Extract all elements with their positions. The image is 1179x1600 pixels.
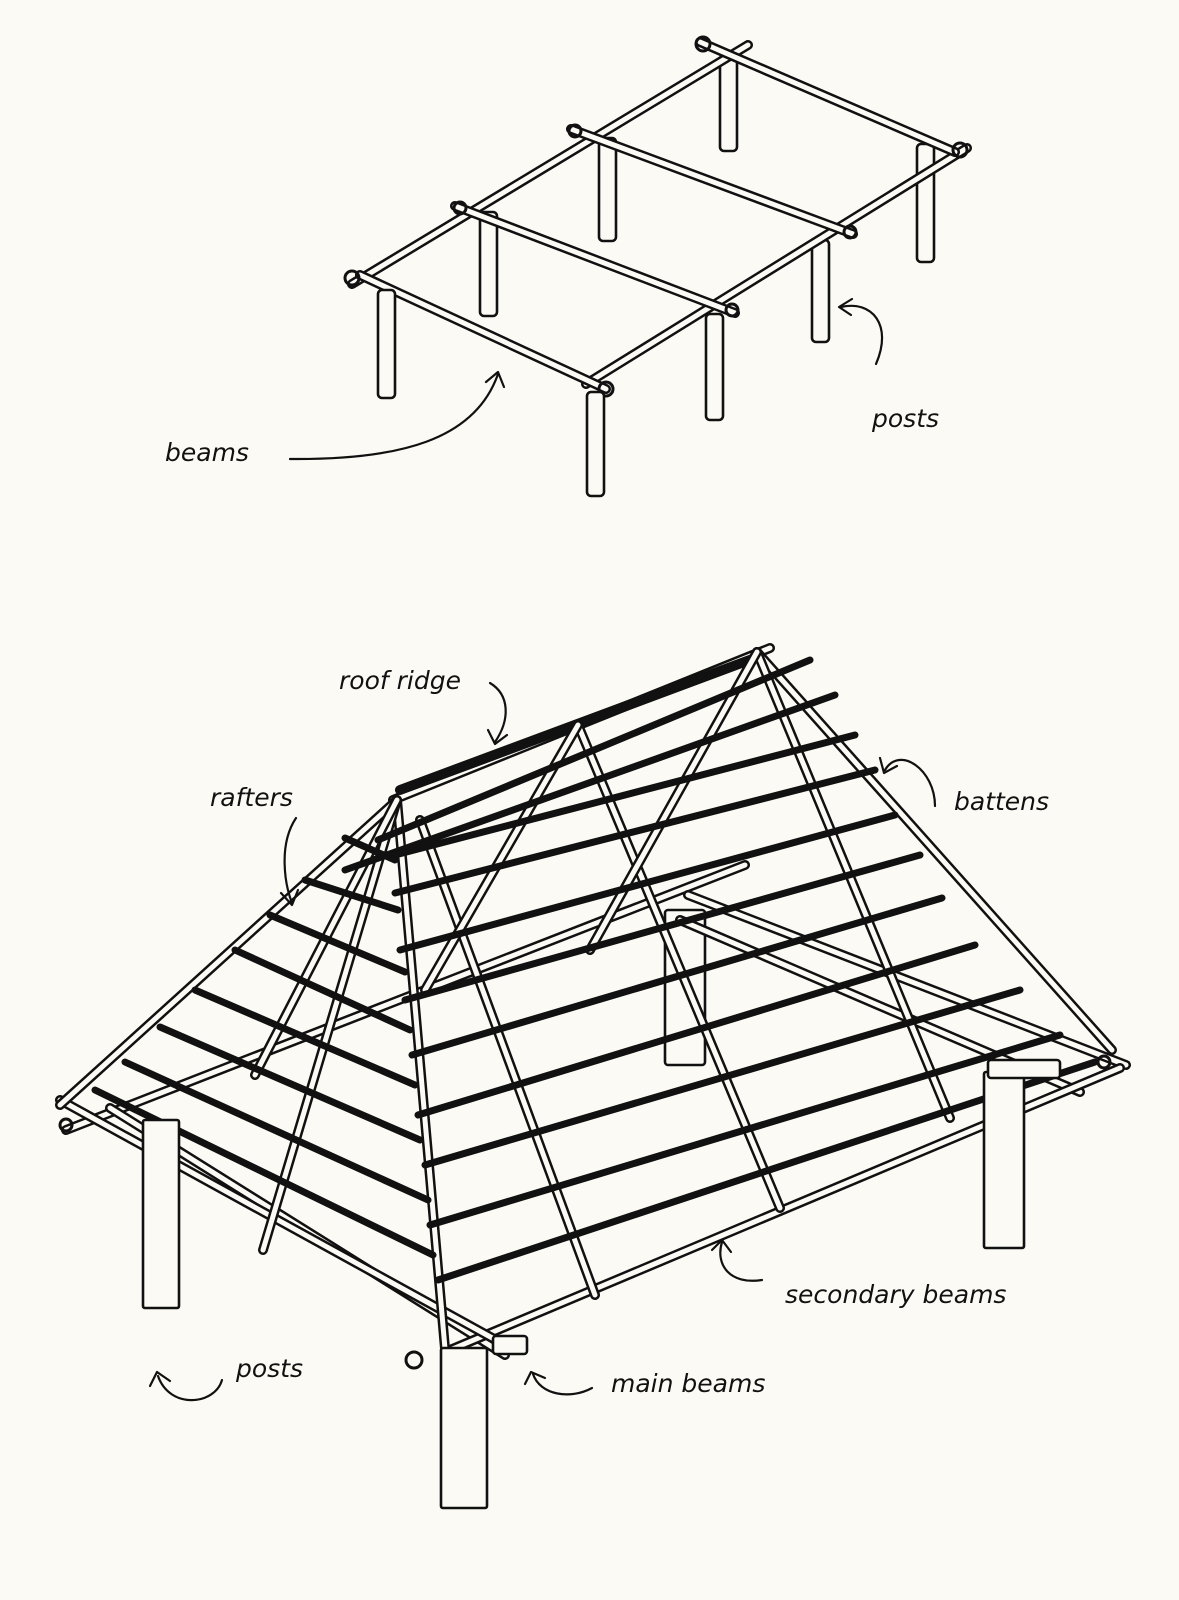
- roof-ridge-arrow: [488, 681, 507, 744]
- post: [478, 210, 499, 318]
- secondary-beams-label: secondary beams: [785, 1280, 1007, 1309]
- posts-bottom-arrow: [156, 1374, 224, 1402]
- post: [810, 238, 831, 344]
- main-beams-arrow: [531, 1372, 594, 1396]
- posts-label-bottom: posts: [236, 1354, 304, 1383]
- post: [597, 136, 618, 243]
- beams-arrow: [288, 372, 500, 461]
- main-beams-label: main beams: [611, 1369, 766, 1398]
- corner-posts: [58, 1054, 1112, 1510]
- post: [704, 312, 725, 422]
- battens-label: battens: [954, 787, 1050, 816]
- top-front-posts: [376, 288, 725, 498]
- battens-arrow: [883, 758, 937, 808]
- battens: [91, 656, 1099, 1284]
- top-arrows: [288, 297, 884, 461]
- secondary-beams-arrow: [719, 1240, 764, 1282]
- top-beams: [343, 35, 972, 398]
- beams-label: beams: [165, 438, 249, 467]
- post: [915, 142, 936, 264]
- rafters-arrow: [283, 816, 298, 905]
- post: [376, 288, 397, 400]
- top-frame-diagram: [288, 35, 972, 498]
- rafters-label: rafters: [210, 783, 293, 812]
- bottom-roof-diagram: [55, 643, 1131, 1510]
- post: [585, 390, 606, 498]
- posts-arrow: [839, 304, 884, 366]
- post: [718, 53, 739, 153]
- posts-label-top: posts: [872, 404, 940, 433]
- roof-ridge-label: roof ridge: [339, 666, 461, 695]
- bottom-arrows: [148, 681, 937, 1402]
